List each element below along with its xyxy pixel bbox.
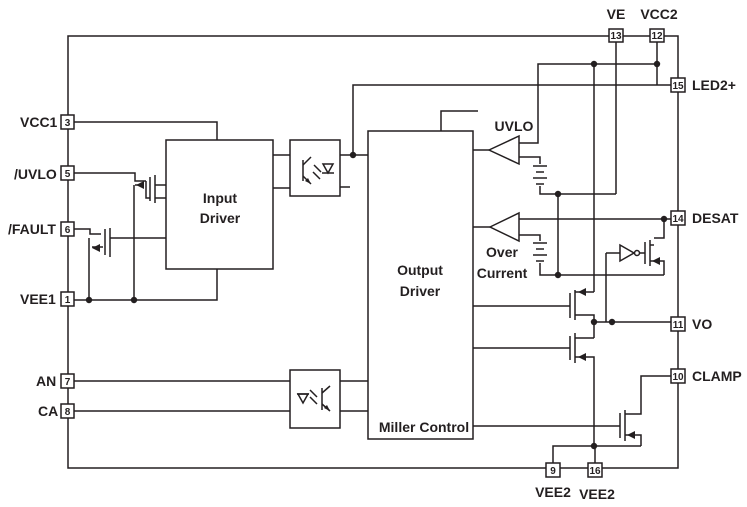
oc-ref-wire <box>519 234 541 241</box>
output-low-mosfet <box>473 333 595 446</box>
output-driver-block <box>367 130 474 440</box>
uvlo-vcc2-wire <box>519 63 657 144</box>
pin-vo-number: 11 <box>673 320 684 331</box>
pin-clamp-number: 10 <box>672 372 684 383</box>
pin-ve-number: 13 <box>610 31 622 42</box>
input-driver-block <box>165 139 274 270</box>
pin-fault: /FAULT 6 <box>8 221 75 237</box>
pin-vee2-9: 9 VEE2 <box>535 462 571 500</box>
pin-vee1: VEE1 1 <box>20 291 75 307</box>
pin-vcc2-number: 12 <box>651 31 663 42</box>
pin-led2: 15 LED2+ <box>670 77 736 93</box>
pin-vee2-9-number: 9 <box>550 466 556 477</box>
pin-an-number: 7 <box>65 377 71 388</box>
pin-vcc1: VCC1 3 <box>20 114 75 130</box>
junction-dot <box>590 442 598 450</box>
output-driver-label-1: Output <box>397 262 443 278</box>
uvlo-input-mosfet <box>74 172 166 300</box>
uvlo-comparator <box>487 134 520 166</box>
pin-desat-number: 14 <box>672 214 684 225</box>
vee1-wire <box>74 269 218 301</box>
pin-vee1-number: 1 <box>65 295 71 306</box>
uvlo-ref-wire <box>519 156 541 164</box>
over-current-label-2: Current <box>477 265 528 281</box>
output-high-mosfet <box>473 288 595 338</box>
overcurrent-comparator <box>488 211 520 243</box>
desat-mosfet <box>640 240 665 275</box>
input-driver-label-1: Input <box>203 190 238 206</box>
output-driver-label-2: Driver <box>400 283 441 299</box>
pin-an: AN 7 <box>36 373 75 389</box>
pin-vcc1-number: 3 <box>65 118 71 129</box>
output-driver-top-wire <box>440 110 478 131</box>
pin-ca: CA 8 <box>38 403 75 419</box>
pin-desat: 14 DESAT <box>670 210 739 226</box>
pin-vcc2: VCC2 12 <box>640 6 678 43</box>
junction-dot <box>608 318 616 326</box>
vee2-bus <box>552 445 641 463</box>
pin-vcc2-label: VCC2 <box>640 6 678 22</box>
bottom-optocoupler <box>289 369 341 429</box>
miller-clamp-mosfet <box>619 375 671 446</box>
pin-vo: 11 VO <box>670 316 712 332</box>
vcc1-wire <box>74 121 218 140</box>
pin-vee2-16: 16 VEE2 <box>579 462 615 502</box>
pin-led2-number: 15 <box>672 81 684 92</box>
pin-clamp-label: CLAMP <box>692 368 742 384</box>
pin-ca-number: 8 <box>65 407 71 418</box>
pin-ca-label: CA <box>38 403 58 419</box>
desat-protect-wire <box>654 219 665 239</box>
pin-uvlo-label: /UVLO <box>14 166 57 182</box>
pin-fault-label: /FAULT <box>8 221 56 237</box>
pin-ve-label: VE <box>607 6 626 22</box>
pin-ve: VE 13 <box>607 6 626 43</box>
fault-mosfet <box>74 228 166 300</box>
pin-vcc1-label: VCC1 <box>20 114 58 130</box>
pin-vo-label: VO <box>692 316 712 332</box>
junction-dot <box>554 271 562 279</box>
pin-clamp: 10 CLAMP <box>670 368 742 384</box>
miller-control-label: Miller Control <box>379 419 469 435</box>
pin-vee2-16-label: VEE2 <box>579 486 615 502</box>
junction-dot <box>85 296 93 304</box>
oc-gnd-wire <box>539 263 664 276</box>
pin-vee2-16-number: 16 <box>589 466 601 477</box>
pin-led2-label: LED2+ <box>692 77 736 93</box>
led2-wire <box>352 84 671 155</box>
junction-dot <box>653 60 661 68</box>
pin-an-label: AN <box>36 373 56 389</box>
uvlo-reference-battery <box>533 165 547 185</box>
input-driver-label-2: Driver <box>200 210 241 226</box>
overcurrent-reference-battery <box>533 242 547 262</box>
pin-uvlo-number: 5 <box>65 169 71 180</box>
top-optocoupler <box>289 139 341 197</box>
uvlo-gnd-wire <box>539 186 616 195</box>
pin-vee2-9-label: VEE2 <box>535 484 571 500</box>
pin-vee1-label: VEE1 <box>20 291 56 307</box>
pin-fault-number: 6 <box>65 225 71 236</box>
pin-desat-label: DESAT <box>692 210 739 226</box>
junction-dot <box>130 296 138 304</box>
package-outline <box>67 35 679 469</box>
pin-uvlo: /UVLO 5 <box>14 165 75 182</box>
desat-inverter <box>619 243 641 263</box>
uvlo-label: UVLO <box>495 118 534 134</box>
over-current-label-1: Over <box>486 244 518 260</box>
